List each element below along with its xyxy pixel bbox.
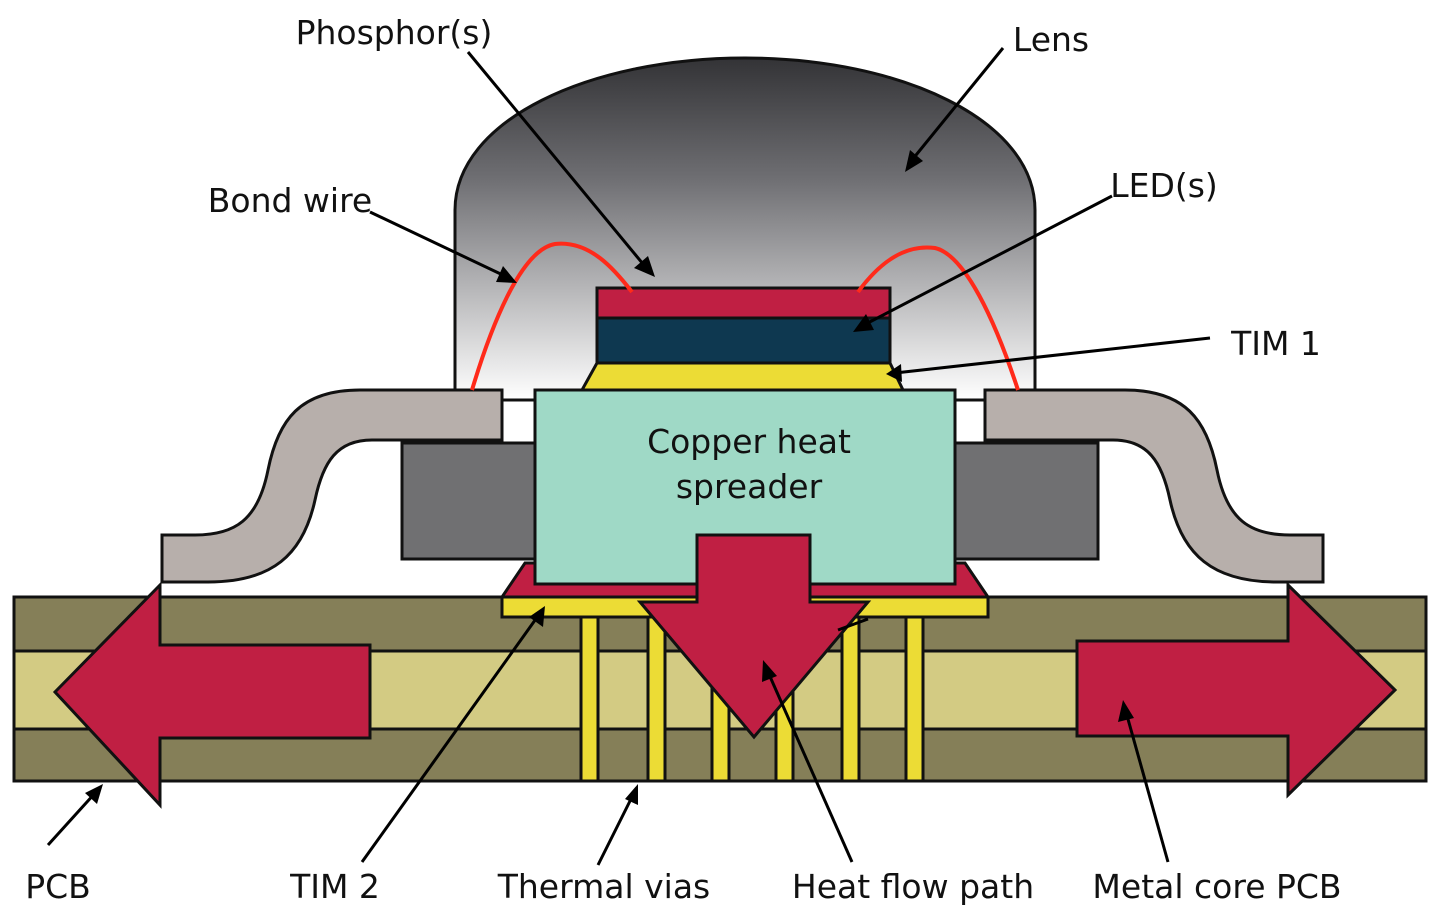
heat-flow-arrowhead	[762, 660, 777, 682]
thermal-via	[904, 615, 925, 783]
pcb-leader	[46, 790, 98, 847]
tim1-label: TIM 1	[1230, 324, 1321, 363]
thermal-vias-label: Thermal vias	[497, 867, 711, 906]
phosphor-label: Phosphor(s)	[296, 13, 493, 52]
phosphor-layer	[595, 286, 892, 320]
lens-leader	[910, 47, 1005, 161]
thermal-vias-arrowhead	[625, 784, 638, 805]
tim1-layer	[579, 361, 906, 392]
bond-wire-leader	[369, 210, 508, 279]
led-leader	[861, 194, 1113, 328]
lens-label: Lens	[1013, 20, 1089, 59]
tim2-inner-leader	[837, 617, 869, 632]
heat-flow-right-arrow	[1075, 581, 1398, 799]
pcb-label: PCB	[25, 867, 91, 906]
heat-flow-path-label: Heat flow path	[792, 867, 1034, 906]
metal-core-arrowhead	[1118, 700, 1134, 722]
tim2-leader	[360, 615, 540, 863]
led-die	[595, 316, 892, 365]
thermal-via	[579, 615, 600, 783]
bond-wire-arrowhead	[496, 266, 517, 283]
left-bond-wire	[470, 241, 634, 391]
phosphor-arrowhead	[634, 256, 655, 277]
phosphor-leader	[466, 51, 650, 271]
metal-core-pcb-label: Metal core PCB	[1092, 867, 1341, 906]
leader-lines	[46, 47, 1211, 866]
heat-flow-left-arrow	[52, 581, 372, 809]
thermal-via	[840, 615, 861, 783]
tim1-leader	[894, 336, 1211, 375]
copper-label-line1: Copper heat	[647, 422, 851, 461]
bond-wire-label: Bond wire	[208, 181, 372, 220]
copper-label-line2: spreader	[676, 467, 823, 506]
lens-arrowhead	[905, 150, 923, 172]
tim1-arrowhead	[886, 364, 902, 382]
metal-core-leader	[1124, 711, 1170, 863]
heat-flow-leader	[766, 671, 854, 863]
tim2-label: TIM 2	[289, 867, 380, 906]
tim2-arrowhead	[529, 606, 545, 627]
led-arrowhead	[853, 314, 874, 332]
thermal-via	[646, 615, 667, 783]
right-bond-wire	[856, 245, 1020, 391]
pcb-arrowhead	[85, 784, 103, 804]
right-lead-frame	[983, 388, 1325, 584]
left-lead-frame	[160, 388, 504, 584]
thermal-vias-leader	[596, 794, 635, 866]
heat-flow-down-arrow	[636, 533, 872, 740]
led-label: LED(s)	[1110, 166, 1218, 205]
